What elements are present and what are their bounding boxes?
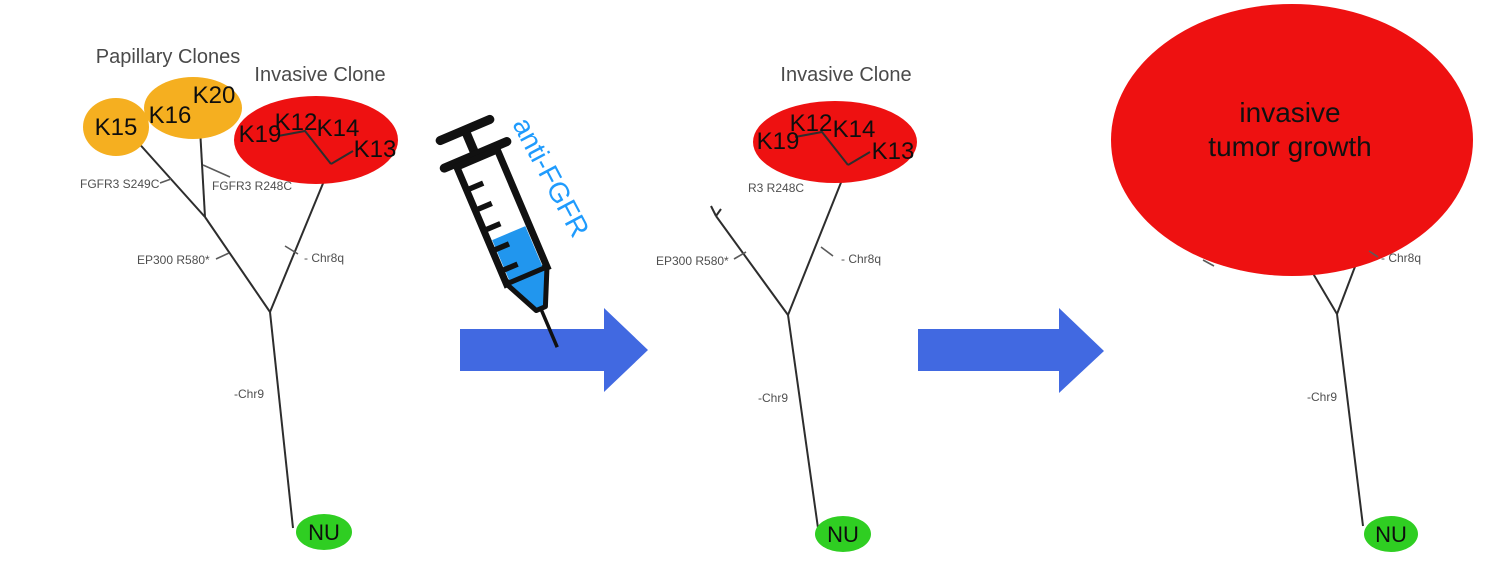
- syringe-icon: [435, 114, 559, 348]
- mutation-ticks-after: [733, 246, 834, 260]
- panel-after-treatment: Invasive Clone K19 K12 K14 K13 R3 R248C …: [656, 64, 917, 552]
- invasive-tumor-growth-ellipse: [1111, 4, 1473, 276]
- normal-root-ellipse-outcome: [1364, 516, 1418, 552]
- hidden-ep300-tick-outcome: [1202, 259, 1215, 267]
- syringe-thumb-bar: [435, 114, 495, 146]
- syringe-needle: [539, 309, 559, 348]
- syringe-tip: [503, 264, 550, 314]
- treatment-group: anti-FGFR: [435, 112, 648, 392]
- mutation-label-chr9-outcome: -Chr9: [1307, 390, 1337, 404]
- papillary-clone-k15-ellipse: [83, 98, 149, 156]
- chr8q-tick-after: [820, 246, 834, 257]
- clone-label-k20: K20: [193, 82, 236, 109]
- clone-label-k14-after: K14: [833, 116, 876, 143]
- growth-text-line2: tumor growth: [1208, 131, 1371, 162]
- root-trunk-line-after: [787, 314, 819, 529]
- pruned-branch-stub-b: [715, 208, 722, 217]
- k13-subbranch: [330, 150, 354, 165]
- invasive-clone-ellipse-after: [753, 101, 917, 183]
- outcome-right-branch-line: [1336, 263, 1357, 315]
- papillary-clones-title: Papillary Clones: [96, 46, 241, 68]
- invasive-clone-title-before: Invasive Clone: [254, 64, 385, 86]
- k13-subbranch-after: [847, 151, 871, 166]
- mutation-label-fgfr3-s249c: FGFR3 S249C: [80, 177, 160, 191]
- mutation-label-chr9-after: -Chr9: [758, 391, 788, 405]
- syringe-flange-bar: [439, 137, 512, 173]
- outcome-left-branch-line: [1310, 269, 1338, 315]
- mutation-ticks-before: [159, 164, 299, 260]
- clone-label-k14-before: K14: [317, 115, 360, 142]
- ep300-tick: [215, 252, 230, 260]
- clone-label-k12-after: K12: [790, 110, 833, 137]
- normal-root-ellipse-after: [815, 516, 871, 552]
- clone-label-k19-after: K19: [757, 128, 800, 155]
- normal-root-label-after: NU: [827, 522, 859, 547]
- fgfr3-r248c-pointer: [202, 164, 231, 178]
- mutation-label-ep300-before: EP300 R580*: [137, 253, 210, 267]
- phylogenetic-tree-outcome: [1310, 263, 1364, 527]
- papillary-trunk-line: [204, 216, 271, 313]
- mutation-label-chr8q-after: - Chr8q: [841, 252, 881, 266]
- clone-label-k19-before: K19: [239, 121, 282, 148]
- invasive-clone-title-after: Invasive Clone: [780, 64, 911, 86]
- invasive-clone-ellipse-before: [234, 96, 398, 184]
- mutation-label-chr9-before: -Chr9: [234, 387, 264, 401]
- arrow-right-2: [918, 308, 1104, 393]
- k19-k12-subbranch: [277, 129, 332, 165]
- invasive-branch-line: [269, 163, 332, 313]
- chr8q-tick-before: [284, 245, 299, 255]
- invasive-branch-line-after: [787, 164, 849, 316]
- normal-root-label-before: NU: [308, 520, 340, 545]
- papillary-clone-k16-k20-ellipse: [144, 77, 242, 139]
- invasive-subtree-after: [794, 130, 871, 166]
- fgfr3-s249c-tick: [159, 178, 172, 184]
- k19-k12-subbranch-after: [794, 130, 849, 166]
- clone-label-k16: K16: [149, 102, 192, 129]
- mutation-label-chr8q-before: - Chr8q: [304, 251, 344, 265]
- growth-text-line1: invasive: [1239, 97, 1340, 128]
- clone-label-k13-before: K13: [354, 136, 397, 163]
- normal-root-ellipse-before: [296, 514, 352, 550]
- invasive-subtree-before: [277, 129, 354, 165]
- phylogenetic-tree-after: [710, 164, 849, 529]
- root-trunk-line-outcome: [1336, 313, 1364, 527]
- pruned-branch-stub-a: [710, 205, 717, 217]
- chr8q-tick-outcome: [1368, 250, 1379, 258]
- arrow-right-1: [460, 308, 648, 392]
- clone-label-k15: K15: [95, 114, 138, 141]
- panel-outcome: invasive tumor growth - Chr8q -Chr9 NU: [1111, 4, 1473, 552]
- syringe-graduations: [465, 180, 519, 274]
- k15-branch-line: [134, 138, 206, 218]
- pruned-papillary-trunk-line: [715, 215, 789, 316]
- ep300-tick-after: [733, 251, 747, 260]
- mutation-label-r248c-partial: R3 R248C: [748, 181, 804, 195]
- mutation-label-chr8q-outcome: - Chr8q: [1381, 251, 1421, 265]
- clone-label-k12-before: K12: [275, 109, 318, 136]
- mutation-label-fgfr3-r248c: FGFR3 R248C: [212, 179, 292, 193]
- panel-before-treatment: Papillary Clones Invasive Clone K: [80, 46, 398, 550]
- clone-label-k13-after: K13: [872, 138, 915, 165]
- root-trunk-line: [269, 311, 294, 529]
- mutation-label-ep300-after: EP300 R580*: [656, 254, 729, 268]
- normal-root-label-outcome: NU: [1375, 522, 1407, 547]
